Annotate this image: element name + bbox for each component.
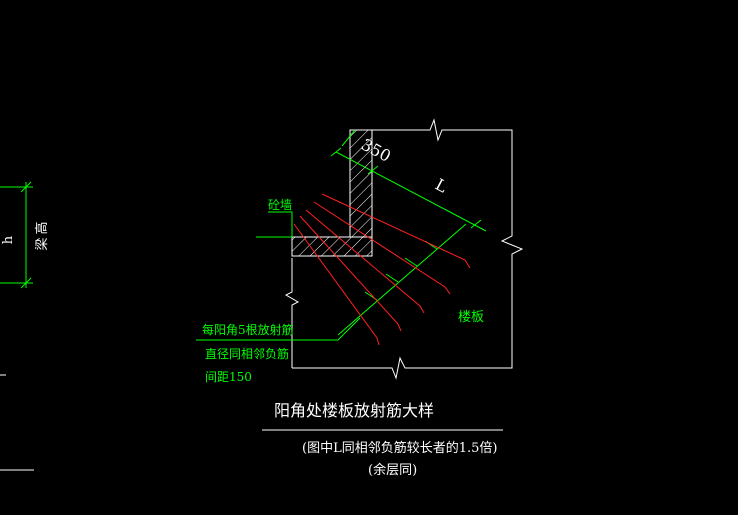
label-slab: 楼板	[458, 310, 484, 325]
diagonal-dimension	[330, 129, 487, 232]
left-dim-h-label: h	[1, 235, 16, 244]
label-wall-leader	[268, 211, 293, 237]
drawing-title: 阳角处楼板放射筋大样	[274, 401, 434, 420]
left-label-liang: 梁	[35, 237, 50, 250]
note-line-1: 每阳角5根放射筋	[202, 322, 294, 337]
slab-outline	[284, 118, 524, 380]
left-beam-dimension	[0, 181, 33, 289]
drawing-subtitle: (图中L同相邻负筋较长者的1.5倍)	[302, 440, 497, 456]
drawing-subtitle-2: (余层同)	[368, 462, 417, 478]
label-wall: 砼墙	[268, 198, 292, 212]
note-line-2: 直径同相邻负筋	[205, 346, 289, 361]
note-leader	[196, 317, 361, 341]
left-label-gao: 高	[34, 221, 50, 234]
note-line-3: 间距150	[205, 370, 252, 384]
dim-L-label: L	[432, 175, 451, 197]
radial-rebars	[293, 193, 471, 346]
